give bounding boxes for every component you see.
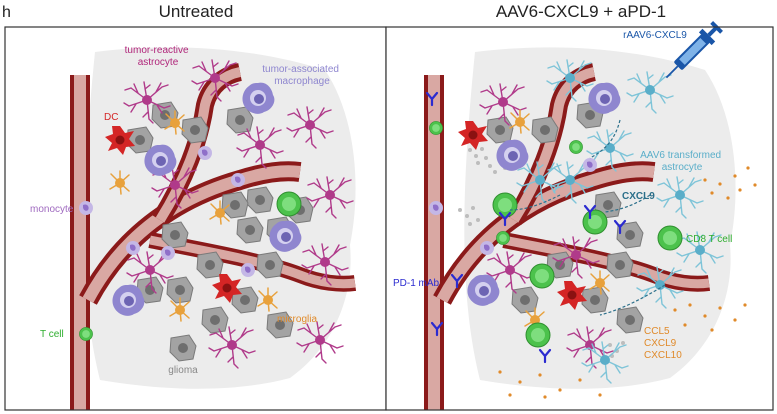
right-cxcl9-arrows [509,119,666,316]
label-raav6-cxcl9: rAAV6-CXCL9 [623,30,687,41]
label-monocyte: monocyte [30,204,74,215]
label-cd8-t-cell: CD8 T cell [686,234,732,245]
right-panel-title: AAV6-CXCL9 + aPD-1 [496,2,666,21]
label-cxcl9: CXCL9 [622,191,655,202]
right-panel-frame [385,26,774,411]
label-aav6-transformed-astrocyte: AAV6 transformed astrocyte [640,150,724,173]
label-pd1-mab: PD-1 mAb [393,278,440,289]
left-blood-vessel [70,63,357,410]
label-dc: DC [104,112,118,123]
panel-letter: h [2,4,11,21]
label-chemokines: CCL5 CXCL9 CXCL10 [644,326,682,361]
left-panel-title: Untreated [159,2,234,21]
label-t-cell: T cell [40,329,64,340]
label-tumor-reactive-astrocyte: tumor-reactive astrocyte [125,45,192,68]
label-glioma: glioma [168,365,198,376]
right-chemokine-dots [498,166,757,399]
left-panel: tumor-reactive astrocyte tumor-associate… [4,26,387,411]
label-tumor-associated-macrophage: tumor-associated macrophage [262,64,341,87]
right-panel: rAAV6-CXCL9 AAV6 transformed astrocyte C… [385,21,774,411]
syringe-icon [665,21,723,79]
label-microglia: microglia [277,314,317,325]
